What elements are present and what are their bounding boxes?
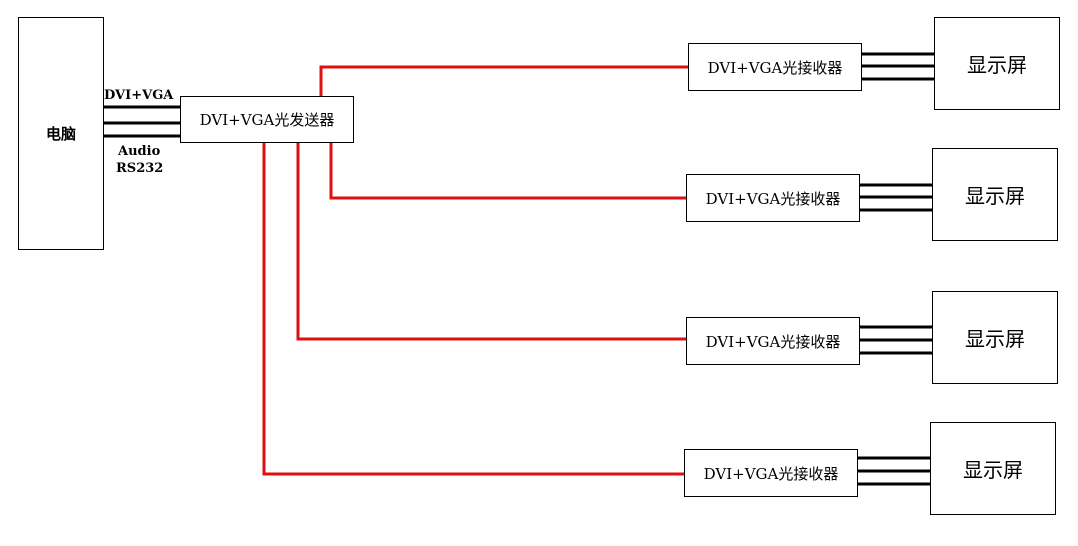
- receiver-label: DVI+VGA光接收器: [707, 58, 843, 77]
- screen-box-1: 显示屏: [934, 17, 1060, 110]
- fiber-line-4: [262, 143, 684, 476]
- computer-transmitter-cables: [104, 105, 180, 138]
- screen-label: 显示屏: [965, 184, 1025, 208]
- screen-label: 显示屏: [967, 53, 1027, 77]
- screen-label: 显示屏: [963, 458, 1023, 482]
- screen-box-3: 显示屏: [932, 291, 1058, 384]
- receiver-box-4: DVI+VGA光接收器: [684, 449, 858, 497]
- audio-signal-label: Audio: [118, 144, 161, 159]
- transmitter-label: DVI+VGA光发送器: [199, 111, 335, 129]
- fiber-line-2: [329, 143, 686, 200]
- computer-box: 电脑: [18, 17, 104, 250]
- receiver-box-2: DVI+VGA光接收器: [686, 174, 860, 222]
- serial-signal-label: RS232: [116, 161, 164, 176]
- receiver-label: DVI+VGA光接收器: [705, 189, 841, 208]
- receiver-box-1: DVI+VGA光接收器: [688, 43, 862, 91]
- screen-box-4: 显示屏: [930, 422, 1056, 515]
- video-signal-label: DVI+VGA: [104, 88, 174, 103]
- receiver-label: DVI+VGA光接收器: [703, 464, 839, 483]
- computer-label: 电脑: [45, 125, 76, 143]
- fiber-line-1: [319, 65, 688, 96]
- fiber-line-3: [296, 143, 686, 341]
- receiver-screen-cables: [858, 52, 934, 486]
- receiver-label: DVI+VGA光接收器: [705, 332, 841, 351]
- fiber-lines: [262, 65, 688, 476]
- screen-label: 显示屏: [965, 327, 1025, 351]
- screen-box-2: 显示屏: [932, 148, 1058, 241]
- transmitter-box: DVI+VGA光发送器: [180, 96, 354, 143]
- receiver-box-3: DVI+VGA光接收器: [686, 317, 860, 365]
